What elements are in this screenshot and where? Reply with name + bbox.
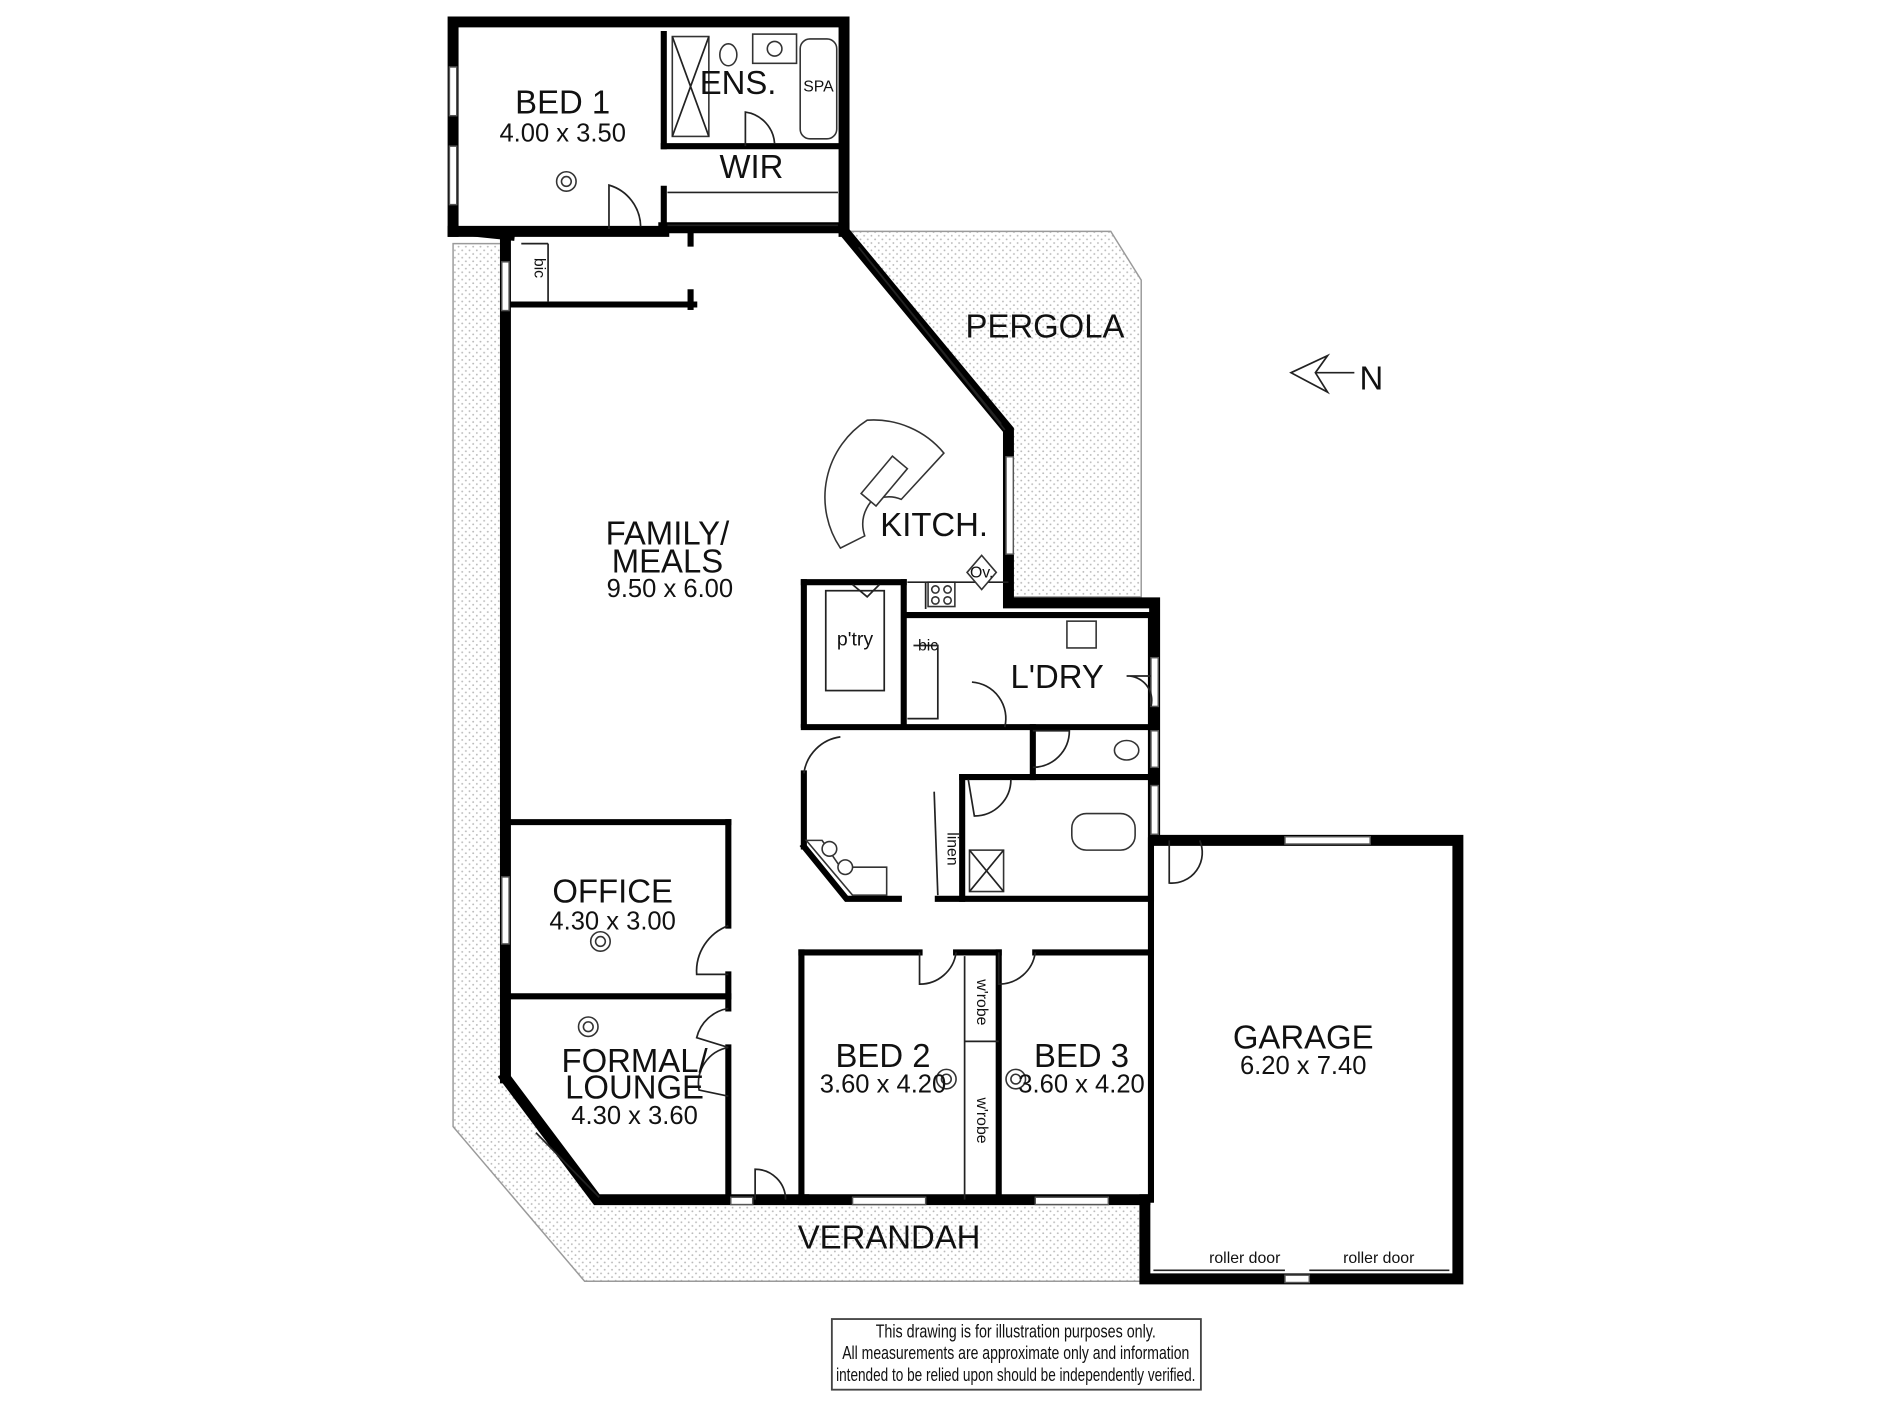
windows [448,66,1371,1284]
disclaimer-line2: All measurements are approximate only an… [842,1342,1189,1363]
heater-icon-formal [577,1016,599,1038]
bic-laundry-label: bic [918,637,938,654]
formal-label-line1: FORMAL/ [561,1042,708,1079]
linen-label: linen [944,832,961,865]
kitchen-label: KITCH. [880,506,988,543]
bed1-dims: 4.00 x 3.50 [499,119,626,147]
toilet-icon [719,43,738,67]
roller-door-right-label: roller door [1343,1250,1415,1267]
oven-label: Ov. [970,564,993,581]
doors [608,111,1204,1200]
laundry-tub-icon [1066,620,1097,649]
family-label-line1: FAMILY/ [606,514,730,551]
heater-icon-bed2 [935,1068,957,1090]
verandah-label: VERANDAH [798,1218,981,1255]
north-arrow-icon [1289,353,1355,395]
spa-bath-icon [799,38,838,140]
bed2-label: BED 2 [836,1037,931,1074]
robe-lower-label: w'robe [973,1096,990,1143]
bed3-dims: 3.60 x 4.20 [1018,1071,1145,1099]
disclaimer-box: This drawing is for illustration purpose… [830,1318,1202,1391]
fixtures [521,33,1140,896]
disclaimer-line3: intended to be relied upon should be ind… [836,1364,1195,1385]
kitchen-sink-icon [859,455,909,508]
wir-label: WIR [720,148,784,185]
robe-upper-label: w'robe [973,978,990,1025]
ensuite-label: ENS. [700,64,777,101]
formal-dims: 4.30 x 3.60 [571,1102,698,1130]
bed3-label: BED 3 [1034,1037,1129,1074]
heater-icons [555,170,1027,1090]
office-dims: 4.30 x 3.00 [549,907,676,935]
heater-icon-bed3 [1005,1068,1027,1090]
spa-label: SPA [803,78,834,95]
bed1-label: BED 1 [515,83,610,120]
formal-label-line2: LOUNGE [565,1069,704,1106]
bic-top-label: bic [531,258,548,278]
family-dims: 9.50 x 6.00 [607,575,734,603]
interior-walls [506,31,1155,1203]
garage-dims: 6.20 x 7.40 [1240,1052,1367,1080]
oven-icon [966,554,998,591]
heater-icon-office [589,930,611,953]
compass-label: N [1360,360,1384,397]
bathtub-icon [1071,812,1136,851]
pantry-label: p'try [837,629,873,651]
toilet-icon [1113,739,1140,761]
disclaimer-line1: This drawing is for illustration purpose… [876,1320,1156,1341]
family-label-line2: MEALS [612,542,723,579]
heater-icon-bed1 [555,170,577,193]
laundry-label: L'DRY [1010,658,1103,695]
garage-label: GARAGE [1233,1019,1374,1056]
roller-door-left-label: roller door [1209,1250,1281,1267]
bed2-dims: 3.60 x 4.20 [820,1071,947,1099]
office-label: OFFICE [552,873,673,910]
pergola-label: PERGOLA [966,307,1125,344]
